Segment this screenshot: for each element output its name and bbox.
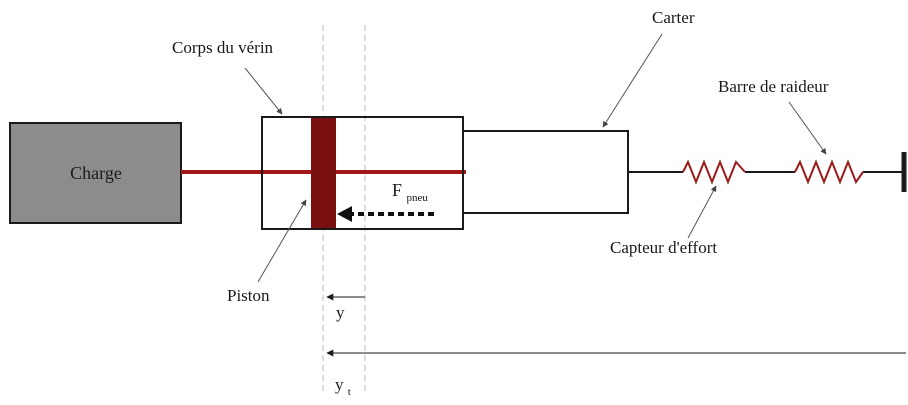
piston-leader <box>257 199 307 283</box>
y-label: y <box>336 303 345 322</box>
force-label: F pneu <box>392 180 428 204</box>
carter-housing <box>462 130 629 214</box>
corps-label: Corps du vérin <box>172 38 274 57</box>
barre-leader <box>788 101 827 155</box>
capteur-spring <box>682 159 746 185</box>
charge-label: Charge <box>70 163 122 183</box>
yt-label-main: y <box>335 375 344 394</box>
carter-leader <box>602 33 663 128</box>
capteur-leader <box>687 185 717 239</box>
barre-label: Barre de raideur <box>718 77 829 96</box>
force-label-main: F <box>392 180 402 200</box>
carter-label: Carter <box>652 8 695 27</box>
yt-label-sub: t <box>348 386 351 398</box>
corps-leader <box>244 67 283 115</box>
raideur-spring <box>794 159 864 185</box>
charge-block <box>9 122 182 224</box>
piston-label: Piston <box>227 286 270 305</box>
yt-label: y t <box>335 375 351 398</box>
piston <box>311 118 336 228</box>
force-label-sub: pneu <box>407 192 429 204</box>
capteur-label: Capteur d'effort <box>610 238 717 257</box>
force-arrow-head <box>337 206 352 222</box>
